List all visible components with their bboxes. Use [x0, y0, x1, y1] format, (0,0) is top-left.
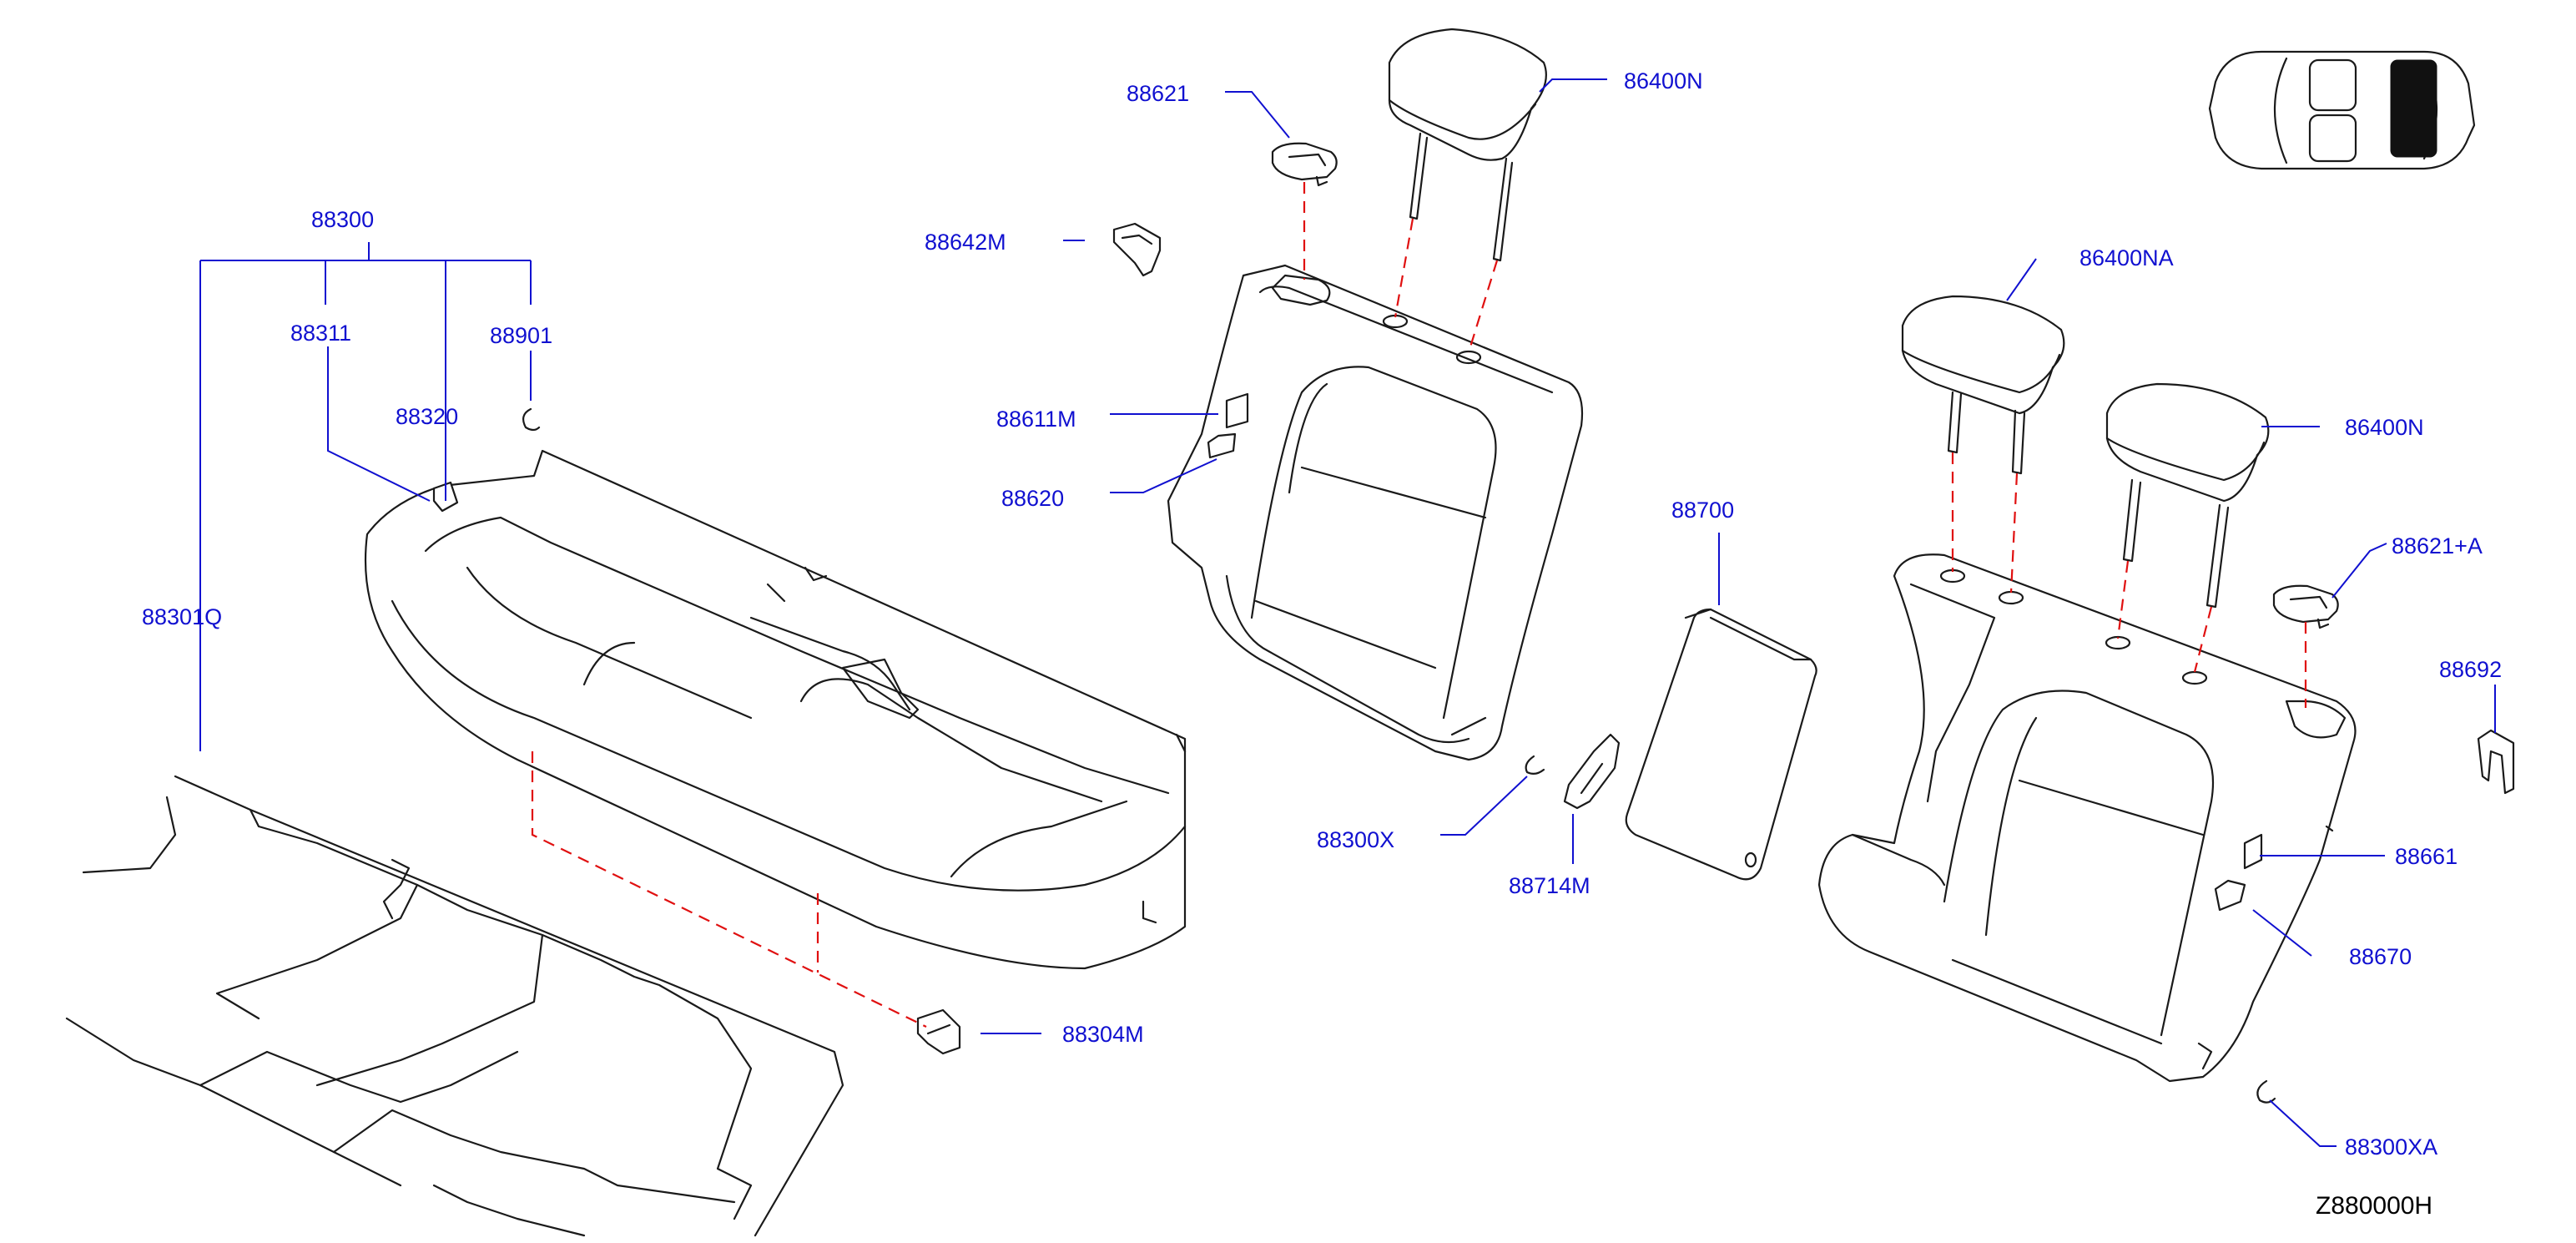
dashed-connectors	[531, 182, 2307, 1028]
escutcheon-88621-icon	[1271, 142, 1338, 187]
label-88304M[interactable]: 88304M	[1062, 1022, 1144, 1047]
armrest-88700-drawing	[1625, 608, 1817, 881]
label-88642M[interactable]: 88642M	[925, 230, 1006, 255]
leader-lines	[199, 78, 2496, 1147]
label-88320[interactable]: 88320	[396, 404, 458, 429]
ring-88300X-icon	[1525, 755, 1545, 776]
label-88714M[interactable]: 88714M	[1509, 873, 1590, 898]
label-88670[interactable]: 88670	[2349, 944, 2412, 969]
headrest-86400N-top-drawing	[1388, 28, 1547, 262]
ring-88300XA-icon	[2256, 1079, 2276, 1104]
label-88301Q[interactable]: 88301Q	[142, 604, 222, 629]
right-seatback-drawing	[1817, 553, 2357, 1083]
label-86400N-top[interactable]: 86400N	[1624, 68, 1703, 93]
left-seatback-drawing	[1167, 264, 1584, 761]
guide-88692-icon	[2477, 729, 2515, 795]
vehicle-top-view-icon	[2208, 50, 2476, 170]
label-88700[interactable]: 88700	[1671, 498, 1734, 523]
label-86400NA[interactable]: 86400NA	[2079, 245, 2174, 270]
diagram-code: Z880000H	[2316, 1192, 2432, 1220]
label-88611M[interactable]: 88611M	[996, 407, 1076, 432]
label-88661[interactable]: 88661	[2395, 844, 2458, 869]
label-88901[interactable]: 88901	[490, 323, 552, 348]
highlighted-seat-icon	[2390, 59, 2437, 158]
label-88311[interactable]: 88311	[290, 321, 351, 346]
label-88692[interactable]: 88692	[2439, 657, 2502, 682]
clip-88304M-icon	[916, 1008, 961, 1055]
label-88300X[interactable]: 88300X	[1317, 827, 1394, 852]
label-88620[interactable]: 88620	[1001, 486, 1064, 511]
hog-ring-88901-icon	[522, 407, 541, 432]
bracket-88714M-icon	[1563, 733, 1621, 810]
label-88300[interactable]: 88300	[311, 207, 374, 232]
label-88621[interactable]: 88621	[1127, 81, 1189, 106]
seat-frame-drawing	[65, 775, 844, 1237]
headrest-guide-88642M-icon	[1112, 222, 1162, 277]
label-88300XA[interactable]: 88300XA	[2345, 1134, 2437, 1160]
escutcheon-88621A-icon	[2272, 584, 2339, 629]
label-86400N-right[interactable]: 86400N	[2345, 415, 2424, 440]
seat-cushion-drawing	[364, 449, 1187, 970]
label-88621A[interactable]: 88621+A	[2392, 533, 2483, 558]
headrest-86400NA-drawing	[1901, 295, 2065, 475]
part-labels: 88300 88311 88901 88320 88301Q 88304M 88…	[142, 68, 2502, 1220]
headrest-86400N-right-drawing	[2105, 382, 2270, 609]
